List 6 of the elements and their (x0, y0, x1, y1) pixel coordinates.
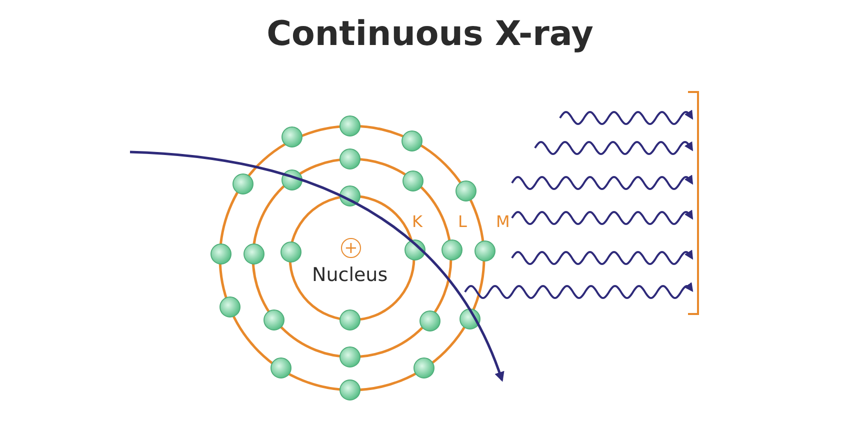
nucleus-label: Nucleus (312, 264, 388, 286)
plus-sign: + (341, 238, 361, 258)
shell-label: L (458, 212, 467, 231)
shell-label: M (496, 212, 510, 231)
title: Continuous X-ray (266, 14, 594, 54)
shell-label: K (412, 212, 422, 231)
